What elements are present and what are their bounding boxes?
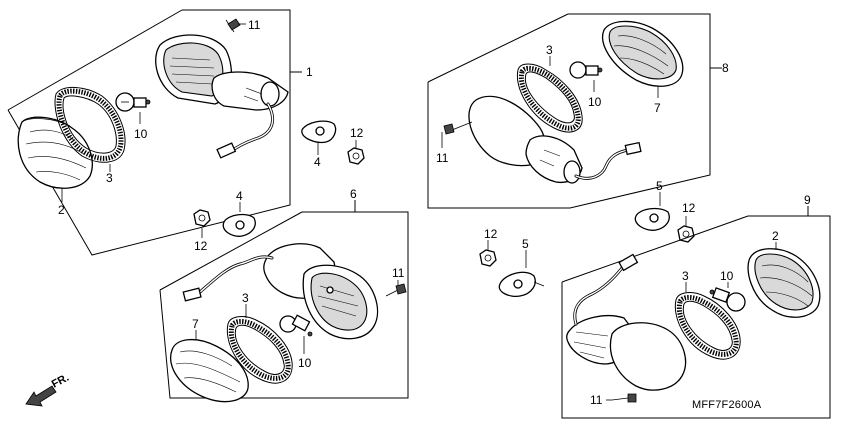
nut-12-bottom-left (193, 209, 211, 227)
grommet-4-bottom-left (222, 213, 256, 237)
assembly-6-frame-link (159, 211, 303, 291)
lens-2-left (17, 116, 93, 189)
screw-11-bottom-right (611, 393, 637, 403)
assembly-9-group (479, 206, 831, 419)
label-part-3-top-right: 3 (546, 43, 553, 57)
label-part-10-top-right: 10 (588, 95, 602, 109)
nut-12-bottom-right (479, 249, 497, 267)
label-part-12-bottom-left: 12 (194, 239, 208, 253)
label-part-5-top-right: 5 (656, 179, 663, 193)
diagram-code: MFF7F2600A (692, 399, 762, 411)
screw-11-top-right (443, 121, 473, 135)
label-part-11-bottom-left: 11 (392, 266, 405, 280)
label-part-4-bottom-left: 4 (236, 189, 243, 203)
assembly-8-frame (427, 13, 711, 209)
lens-2-right (747, 248, 821, 318)
nut-12-left (347, 147, 365, 165)
housing-6 (263, 243, 379, 340)
label-part-6: 6 (350, 187, 357, 201)
direction-label: FR. (50, 372, 71, 391)
housing-8 (468, 95, 583, 184)
label-part-1: 1 (306, 65, 313, 79)
assembly-9-frame-link (561, 215, 749, 283)
lens-7-bottom-left (170, 339, 249, 403)
nut-12-top-right (677, 225, 695, 243)
grommet-5-bottom-right (498, 271, 545, 298)
assembly-6-frame (159, 211, 409, 399)
label-part-10-left: 10 (134, 127, 148, 141)
label-part-11-top-right: 11 (436, 151, 449, 165)
assembly-6-group (159, 200, 409, 403)
label-part-4-left: 4 (314, 155, 321, 169)
label-part-7-top: 7 (654, 101, 661, 115)
assembly-1-frame (7, 9, 291, 256)
connector-8 (624, 141, 642, 156)
label-part-8: 8 (722, 61, 729, 75)
front-direction-arrow (25, 385, 57, 407)
bulb-10-top-right (569, 61, 603, 79)
harness-wire-8 (574, 148, 630, 180)
assembly-8-frame-link (427, 13, 569, 83)
assembly-9-frame (561, 215, 831, 419)
label-part-3-bottom-left: 3 (242, 291, 249, 305)
gasket-3-bottom-right (674, 292, 741, 360)
screw-11-top-left (225, 18, 241, 33)
housing-1 (155, 34, 289, 111)
label-part-10-bottom-right: 10 (720, 269, 734, 283)
label-part-9: 9 (804, 193, 811, 207)
connector-9 (618, 253, 639, 272)
lens-7-top (602, 20, 684, 87)
screw-11-bottom-left (385, 283, 407, 297)
label-part-5-bottom-right: 5 (522, 237, 529, 251)
assembly-1-frame-link (7, 9, 183, 111)
bulb-10-bottom-right (709, 287, 746, 312)
connector-1 (216, 142, 237, 159)
label-part-12-left: 12 (350, 126, 364, 140)
bulb-10-left (115, 92, 151, 112)
bulb-10-bottom-left (279, 314, 313, 337)
housing-9 (566, 315, 687, 391)
label-part-7-bottom-left: 7 (192, 317, 199, 331)
connector-6 (182, 287, 202, 302)
label-part-3-bottom-right: 3 (682, 269, 689, 283)
label-part-3-left: 3 (106, 171, 113, 185)
label-part-12-top-right: 12 (682, 201, 696, 215)
harness-wire-1 (228, 102, 275, 154)
arrow-left-down-icon (25, 385, 57, 407)
label-part-11-bottom-right: 11 (590, 393, 603, 407)
label-part-11-top-left: 11 (248, 18, 261, 32)
grommet-4-left (301, 120, 337, 144)
assembly-1-group (7, 9, 365, 256)
label-part-2-left: 2 (58, 203, 65, 217)
label-part-10-bottom-left: 10 (298, 356, 312, 370)
label-part-12-bottom-right: 12 (484, 227, 498, 241)
assembly-8-group (427, 13, 722, 243)
gasket-3-top-right (516, 63, 583, 133)
grommet-5-top-right (634, 207, 670, 231)
gasket-3-left (54, 87, 126, 163)
label-part-2-right: 2 (772, 229, 779, 243)
